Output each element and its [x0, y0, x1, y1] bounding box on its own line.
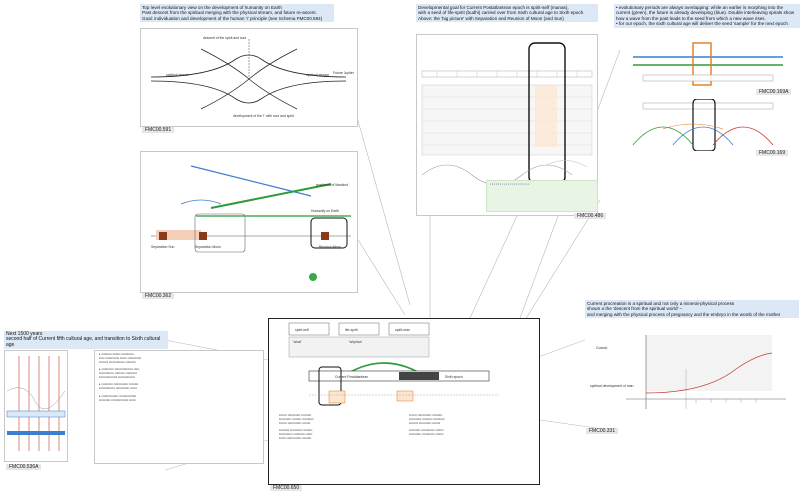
- diagram-fmc591[interactable]: descent of the spirit and soul spiritual…: [140, 28, 358, 127]
- label-current-postatlantean: Current Postatlantean: [335, 375, 368, 379]
- label-future-jupiter: Future Jupiter: [333, 71, 355, 75]
- tag-fmc650: FMC00.650: [270, 485, 303, 491]
- label-what: 'what': [293, 340, 302, 344]
- label-cosmic: Cosmic: [596, 346, 608, 350]
- label-why: 'why/ww': [349, 340, 363, 344]
- label-spiritual-development: spiritual development of man: [590, 384, 633, 388]
- text-block-fmc486: ▪ ▪ ▪ ▪ ▪ ▪ ▪ ▪ ▪ ▪ ▪ ▪ ▪ ▪ ▪ ▪ ▪ ▪ ▪ ▪: [486, 180, 598, 212]
- label-sixth-epoch: Sixth epoch: [445, 375, 463, 379]
- tag-fmc169: FMC00.169: [756, 150, 789, 156]
- diagram-fmc536-chart[interactable]: [4, 350, 68, 462]
- label-goal: goal/aims of Mankind: [316, 183, 348, 187]
- note-fmc486: Developmental goal for Current Postatlan…: [416, 4, 598, 23]
- label-stream-left: spiritual stream: [166, 73, 189, 77]
- label-spirit-self: spirit-self: [295, 328, 309, 332]
- note-fmc331: Current procreation is a spiritual and n…: [585, 300, 799, 319]
- tag-fmc362: FMC00.362: [142, 293, 175, 299]
- label-development-i: development of the 'I' with soul and spi…: [233, 114, 294, 118]
- text-block-fmc536: ▸ ▪▪▪▪▪▪▪▪▪ ▪▪▪▪▪▪▪ ▪▪▪▪▪▪▪▪▪▪▪ ▪▪▪▪▪ ▪▪…: [94, 350, 264, 464]
- label-reunion-moon: Reunion Moon: [319, 245, 341, 249]
- note-fmc536: Next 1500 years second half of Current f…: [4, 331, 168, 350]
- diagram-fmc169[interactable]: [622, 98, 792, 152]
- tag-fmc591: FMC00.591: [142, 127, 175, 133]
- diagram-fmc650[interactable]: spirit-self life-spirit spirit-man 'what…: [268, 318, 540, 485]
- note-fmc169: • evolutionary periods are always overla…: [614, 4, 800, 28]
- label-stream-right: spiritual stream: [306, 73, 329, 77]
- diagram-fmc331[interactable]: Cosmic spiritual development of man: [585, 328, 797, 426]
- label-humanity: Humanity on Earth: [311, 209, 339, 213]
- note-fmc591: Top level evolutionary view on the devel…: [140, 4, 334, 23]
- tag-fmc486: FMC00.486: [574, 213, 607, 219]
- tag-fmc331: FMC00.331: [586, 428, 619, 434]
- diagram-fmc169a[interactable]: [622, 38, 792, 90]
- diagram-fmc362[interactable]: Humanity on Earth goal/aims of Mankind S…: [140, 151, 358, 293]
- label-spirit-man: spirit-man: [395, 328, 410, 332]
- tag-fmc169a: FMC00.169A: [756, 89, 792, 95]
- tag-fmc536: FMC00.536A: [6, 464, 42, 470]
- label-separation-sun: Separation Sun: [151, 245, 174, 249]
- label-separation-moon: Separation Moon: [195, 245, 221, 249]
- label-life-spirit: life-spirit: [345, 328, 358, 332]
- label-descent: descent of the spirit and soul: [203, 36, 246, 40]
